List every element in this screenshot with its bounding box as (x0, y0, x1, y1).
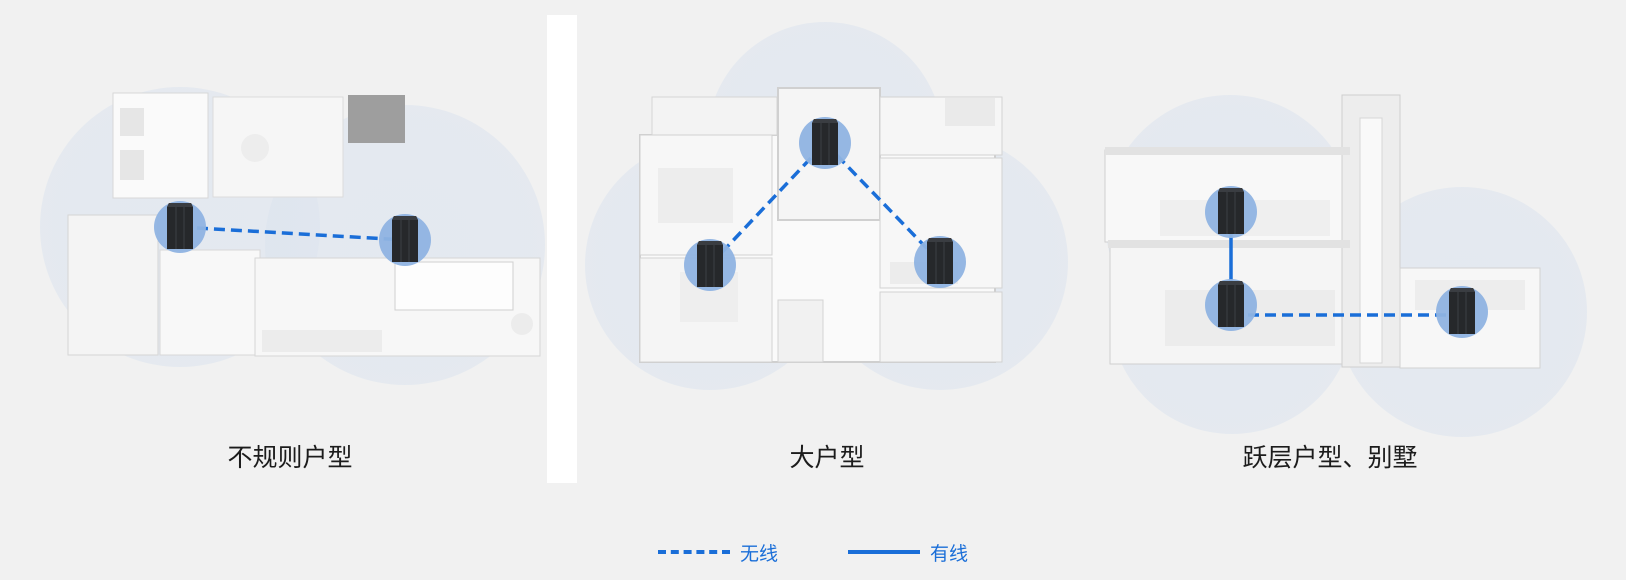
wireless-link (708, 141, 827, 267)
router-icon (378, 213, 432, 267)
router-icon (1204, 278, 1258, 332)
router-icon (683, 238, 737, 292)
scene-large (585, 22, 1068, 390)
legend-wired-label: 有线 (930, 542, 969, 565)
section-divider (547, 15, 577, 483)
router-icon (798, 116, 852, 170)
scene-caption-duplex-villa: 跃层户型、别墅 (1242, 443, 1418, 472)
legend-wireless-label: 无线 (740, 542, 779, 565)
router-icon (1435, 285, 1489, 339)
router-icon (913, 235, 967, 289)
dashed-line-icon (658, 550, 730, 554)
legend-wireless: 无线 (658, 540, 779, 565)
scene-caption-large: 大户型 (789, 443, 865, 472)
scene-irregular (40, 87, 545, 385)
router-icon (153, 200, 207, 254)
router-icon (1204, 185, 1258, 239)
floorplan-illustration (67, 92, 541, 357)
wireless-link (823, 141, 942, 264)
wireless-link (179, 225, 406, 242)
legend-wired: 有线 (848, 540, 969, 565)
solid-line-icon (848, 550, 920, 554)
scene-caption-irregular: 不规则户型 (227, 443, 353, 472)
scene-duplex-villa (1104, 94, 1587, 437)
